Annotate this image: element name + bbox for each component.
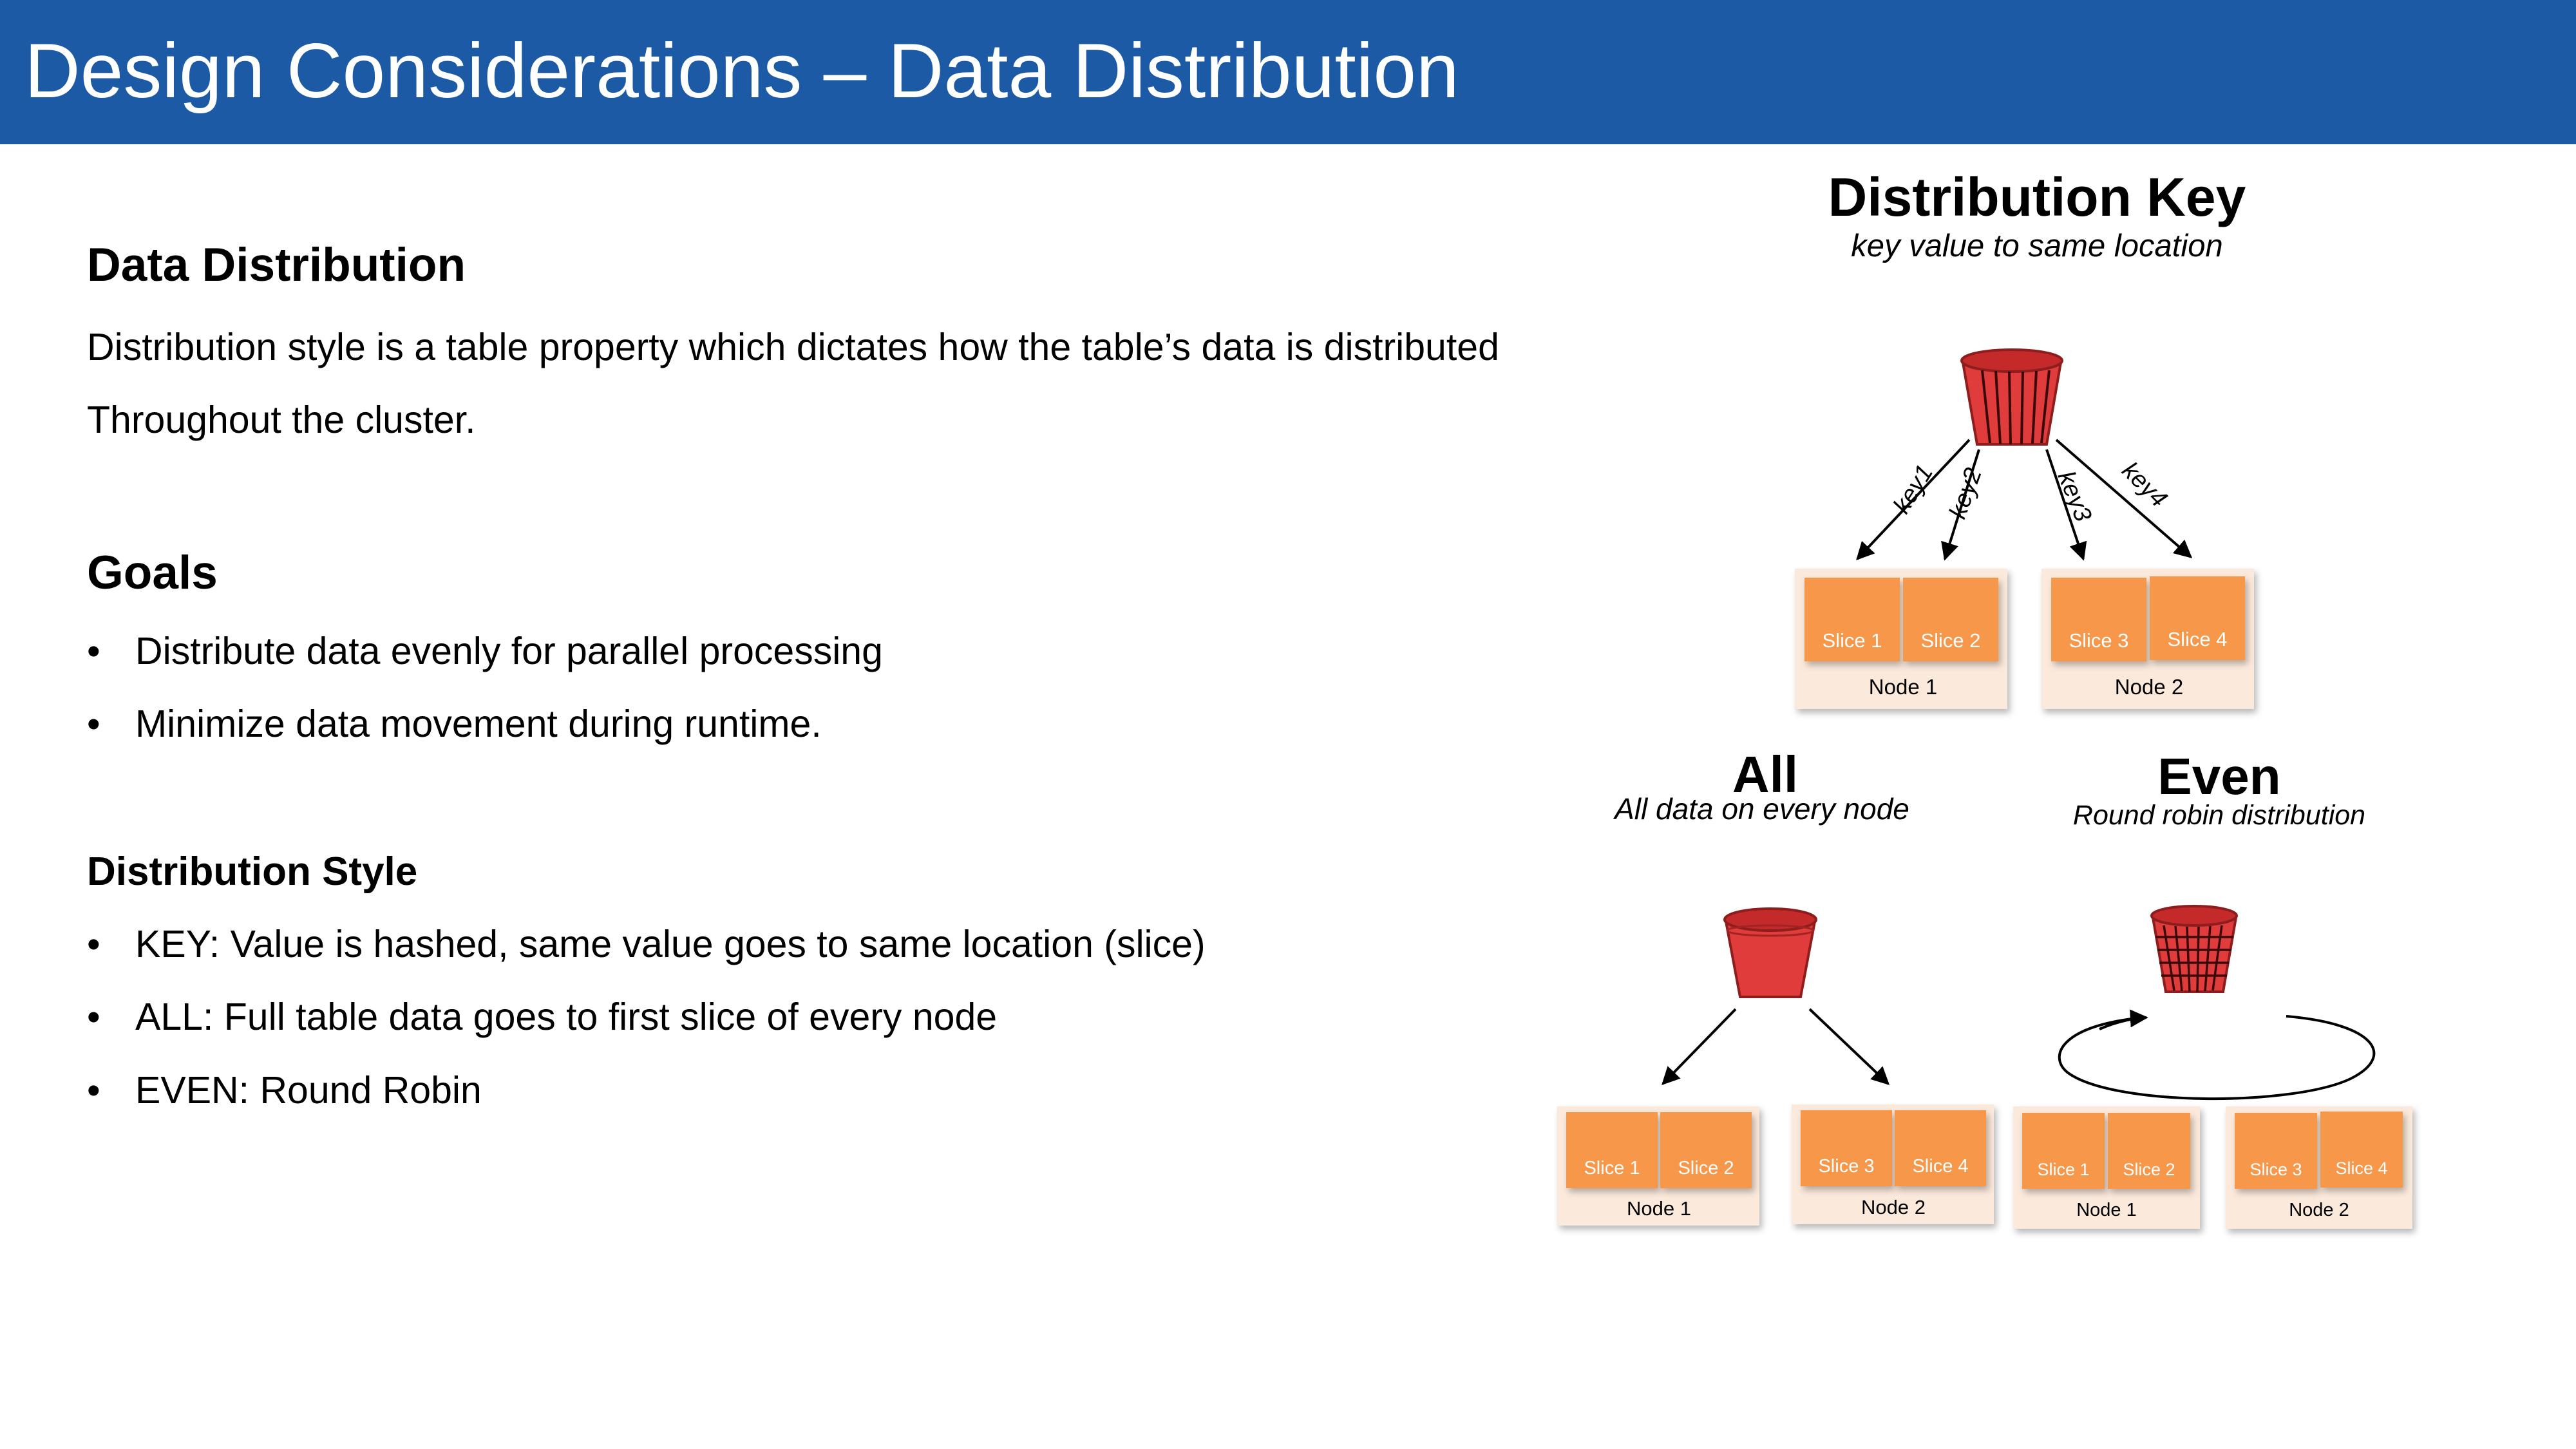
slice-box	[2320, 1112, 2403, 1188]
key-label: key3	[2052, 468, 2097, 526]
slice-label: Slice 1	[1822, 629, 1882, 652]
slide-title-bold: Distribution	[1072, 28, 1459, 114]
arrow-key2	[1941, 449, 1980, 561]
all-node-1: Slice 1 Slice 2 Node 1	[1557, 1106, 1759, 1226]
node-label: Node 2	[2115, 675, 2183, 699]
slice-label: Slice 4	[2167, 628, 2227, 650]
all-node-2: Slice 3 Slice 4 Node 2	[1792, 1104, 1994, 1224]
key-section: Distribution Key key value to same locat…	[1795, 167, 2254, 709]
slice-label: Slice 4	[2335, 1159, 2387, 1178]
slice-box	[1804, 578, 1900, 661]
arrow-key1	[1856, 439, 1971, 561]
bullet-icon: •	[87, 923, 100, 965]
all-subtitle: All data on every node	[1613, 792, 1909, 826]
slice-label: Slice 3	[2249, 1160, 2302, 1179]
node-label: Node 1	[1869, 675, 1937, 699]
node-label: Node 1	[2076, 1200, 2137, 1220]
key-title: Distribution Key	[1828, 167, 2246, 227]
slice-box	[1903, 578, 1998, 661]
key-label: key2	[1944, 464, 1987, 522]
bullet-icon: •	[87, 996, 100, 1038]
slice-label: Slice 2	[1920, 629, 1980, 652]
even-node-2: Slice 3 Slice 4 Node 2	[2226, 1106, 2412, 1229]
slice-label: Slice 1	[2037, 1160, 2089, 1179]
all-section: All All data on every node Slice 1 Slice…	[1557, 746, 1994, 1226]
slide-title-light: Design Considerations – Data	[24, 28, 1073, 114]
node-label: Node 2	[2289, 1200, 2349, 1220]
paragraph-line-1: Distribution style is a table property w…	[87, 326, 1499, 368]
key-node-1: Slice 1 Slice 2 Node 1	[1795, 569, 2007, 709]
round-robin-loop	[2058, 1009, 2376, 1101]
slice-label: Slice 2	[1678, 1158, 1734, 1179]
slice-box	[1895, 1110, 1986, 1186]
goal-item: • Distribute data evenly for parallel pro…	[87, 629, 883, 673]
even-subtitle: Round robin distribution	[2073, 800, 2365, 831]
bucket-icon	[1723, 907, 1817, 998]
slice-label: Slice 1	[1584, 1158, 1640, 1179]
even-section: Even Round robin distribution	[2013, 748, 2412, 1229]
slice-box	[1660, 1112, 1752, 1188]
node-label: Node 1	[1627, 1197, 1691, 1220]
paragraph-line-2: Throughout the cluster.	[87, 399, 476, 441]
bullet-icon: •	[87, 1069, 100, 1112]
slice-box	[1801, 1110, 1892, 1186]
section-heading: Data Distribution	[87, 239, 466, 291]
bucket-icon	[1960, 348, 2063, 446]
slice-box	[1566, 1112, 1658, 1188]
even-title: Even	[2157, 748, 2280, 805]
slice-label: Slice 4	[1912, 1156, 1968, 1177]
slice-label: Slice 3	[2069, 629, 2128, 652]
key-label: key4	[2117, 457, 2172, 513]
slice-box	[2051, 578, 2146, 661]
slice-box	[2108, 1113, 2190, 1189]
key-node-2: Slice 3 Slice 4 Node 2	[2041, 569, 2254, 709]
bucket-icon	[2150, 905, 2238, 993]
style-item: • EVEN: Round Robin	[87, 1068, 482, 1112]
style-heading: Distribution Style	[87, 849, 418, 894]
node-label: Node 2	[1861, 1196, 1926, 1218]
title-bar: Design Considerations – Data Distributio…	[0, 0, 2576, 144]
style-item: • ALL: Full table data goes to first slic…	[87, 995, 997, 1039]
arrow-key3	[2045, 449, 2087, 561]
goal-text: Minimize data movement during runtime.	[135, 703, 822, 745]
slice-box	[2022, 1113, 2105, 1189]
slice-box	[2235, 1113, 2317, 1189]
slice-label: Slice 3	[1818, 1156, 1874, 1177]
style-text: KEY: Value is hashed, same value goes to…	[135, 923, 1206, 965]
slide-title: Design Considerations – Data Distributio…	[24, 19, 1459, 122]
bullet-icon: •	[87, 703, 100, 745]
arrow-all-node-1	[1662, 1008, 1737, 1086]
goal-item: • Minimize data movement during runtime.	[87, 702, 822, 746]
bullet-icon: •	[87, 630, 100, 672]
slice-label: Slice 2	[2123, 1160, 2175, 1179]
goal-text: Distribute data evenly for parallel proc…	[135, 630, 883, 672]
style-text: EVEN: Round Robin	[135, 1069, 482, 1112]
key-label: key1	[1888, 460, 1938, 518]
text-column: Data Distribution Distribution style is …	[87, 239, 1499, 1112]
arrow-all-node-2	[1808, 1008, 1890, 1085]
slice-box	[2150, 576, 2245, 660]
key-subtitle: key value to same location	[1851, 229, 2222, 263]
arrow-key4	[2055, 439, 2193, 558]
even-node-1: Slice 1 Slice 2 Node 1	[2013, 1106, 2200, 1229]
style-text: ALL: Full table data goes to first slice…	[135, 996, 998, 1038]
style-item: • KEY: Value is hashed, same value goes t…	[87, 922, 1206, 966]
goals-heading: Goals	[87, 547, 218, 599]
all-title: All	[1732, 746, 1798, 803]
